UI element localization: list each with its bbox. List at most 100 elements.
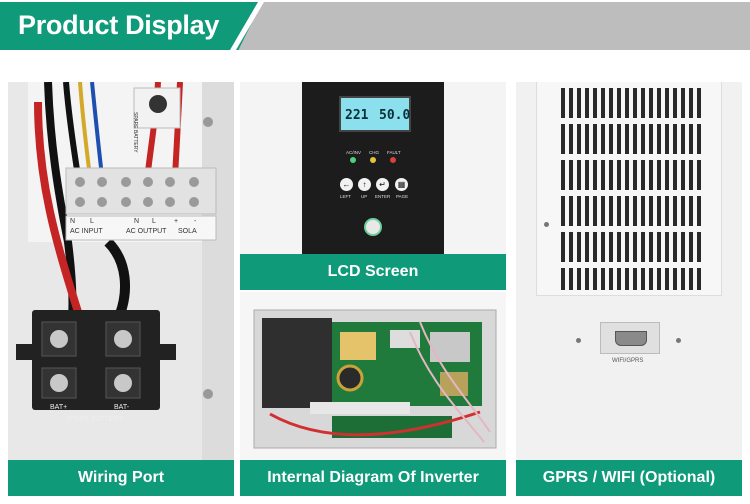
vent-slot — [665, 88, 669, 118]
vent-slot — [601, 88, 605, 118]
vent-slot — [577, 124, 581, 154]
vent-slot — [617, 124, 621, 154]
vent-slot — [609, 268, 613, 290]
breaker-label: SPARE BATTERY — [132, 112, 138, 153]
screw — [544, 222, 549, 227]
vent-slot — [585, 232, 589, 262]
vent-slot — [625, 124, 629, 154]
vent-slot — [657, 88, 661, 118]
terminal-label: + — [174, 218, 179, 225]
indicator-label: FAULT — [387, 150, 401, 155]
wifi-gprs-port — [600, 322, 660, 354]
vent-slot — [585, 268, 589, 290]
vent-slot — [657, 160, 661, 190]
vent-grille — [536, 82, 722, 296]
vent-slot — [665, 124, 669, 154]
vent-row — [561, 160, 701, 190]
lcd-screen-image: 221 50.0 AC/INV CHG FAULT ← ↑ ↵ ▦ LEFT U… — [240, 82, 506, 254]
vent-slot — [617, 268, 621, 290]
vent-slot — [625, 160, 629, 190]
vent-slot — [681, 124, 685, 154]
vent-slot — [641, 232, 645, 262]
caption-internal-diagram: Internal Diagram Of Inverter — [240, 460, 506, 496]
ac-inv-led — [350, 157, 356, 163]
vent-slot — [569, 160, 573, 190]
vent-slot — [569, 232, 573, 262]
internal-illustration — [240, 292, 506, 460]
vent-slot — [665, 196, 669, 226]
vent-row — [561, 232, 701, 262]
vent-slot — [657, 268, 661, 290]
vent-slot — [633, 196, 637, 226]
vent-slot — [697, 88, 701, 118]
vent-slot — [569, 88, 573, 118]
vent-slot — [625, 268, 629, 290]
ac-output-label: AC OUTPUT — [126, 228, 167, 235]
vent-slot — [617, 88, 621, 118]
vent-slot — [585, 196, 589, 226]
button-label: PAGE — [396, 194, 409, 199]
vent-slot — [585, 88, 589, 118]
vent-slot — [649, 196, 653, 226]
vent-slot — [593, 232, 597, 262]
vent-slot — [657, 232, 661, 262]
vent-slot — [681, 160, 685, 190]
vent-slot — [689, 268, 693, 290]
button-label: ENTER — [375, 194, 391, 199]
vent-slot — [657, 124, 661, 154]
header-accent — [0, 2, 262, 50]
vent-slot — [641, 268, 645, 290]
indicator-label: CHG — [369, 150, 379, 155]
vent-slot — [561, 124, 565, 154]
vent-slot — [609, 196, 613, 226]
vent-slot — [649, 232, 653, 262]
vent-slot — [673, 88, 677, 118]
vent-slot — [697, 268, 701, 290]
vent-slot — [697, 124, 701, 154]
vent-slot — [641, 160, 645, 190]
button-label: LEFT — [340, 194, 352, 199]
caption-wiring-port: Wiring Port — [8, 460, 234, 496]
vent-slot — [641, 88, 645, 118]
vent-slot — [601, 196, 605, 226]
vent-slot — [689, 232, 693, 262]
vent-slot — [673, 196, 677, 226]
vent-slot — [585, 124, 589, 154]
lcd-device-front: 221 50.0 AC/INV CHG FAULT ← ↑ ↵ ▦ LEFT U… — [302, 82, 444, 254]
terminal-label: - — [194, 218, 197, 225]
screw — [576, 338, 581, 343]
button-label: UP — [361, 194, 368, 199]
vent-row — [561, 88, 701, 118]
vent-slot — [673, 160, 677, 190]
vent-slot — [593, 124, 597, 154]
vent-slot — [593, 160, 597, 190]
vent-slot — [561, 88, 565, 118]
chg-led — [370, 157, 376, 163]
vent-slot — [601, 124, 605, 154]
vent-slot — [673, 232, 677, 262]
page-title: Product Display — [18, 10, 220, 40]
terminal-label: L — [90, 218, 94, 225]
vent-slot — [633, 124, 637, 154]
vent-slot — [649, 268, 653, 290]
lcd-right-reading: 50.0 — [379, 108, 411, 123]
vent-slot — [633, 88, 637, 118]
vent-slot — [689, 88, 693, 118]
vent-slot — [665, 160, 669, 190]
vent-slot — [577, 268, 581, 290]
caption-gprs-wifi: GPRS / WIFI (Optional) — [516, 460, 742, 496]
vent-slot — [633, 160, 637, 190]
vent-slot — [617, 232, 621, 262]
vent-slot — [641, 196, 645, 226]
vent-slot — [569, 196, 573, 226]
fault-led — [390, 157, 396, 163]
vent-slot — [625, 88, 629, 118]
vent-slot — [609, 232, 613, 262]
vent-slot — [649, 124, 653, 154]
vent-slot — [689, 196, 693, 226]
vent-slot — [561, 196, 565, 226]
vent-slot — [673, 124, 677, 154]
terminal-label: N — [134, 218, 140, 225]
lcd-display: 221 50.0 — [339, 96, 411, 132]
vent-slot — [609, 160, 613, 190]
